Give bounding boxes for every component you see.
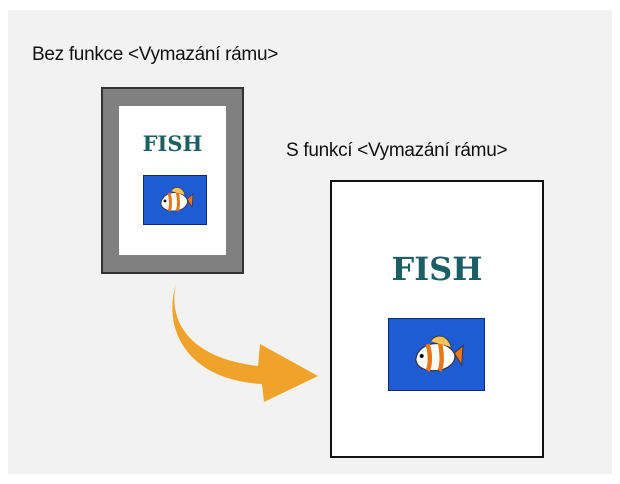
- curved-arrow-icon: [172, 284, 318, 402]
- fish-photo-small: [143, 175, 207, 225]
- fish-photo-large: [388, 318, 485, 391]
- caption-without-function: Bez funkce <Vymazání rámu>: [32, 44, 279, 65]
- page-title-fish-small: FISH: [142, 131, 203, 156]
- fish-icon: [415, 335, 464, 372]
- page-title-fish-large: FISH: [391, 250, 483, 288]
- fish-icon: [160, 187, 194, 212]
- caption-with-function: S funkcí <Vymazání rámu>: [286, 140, 508, 161]
